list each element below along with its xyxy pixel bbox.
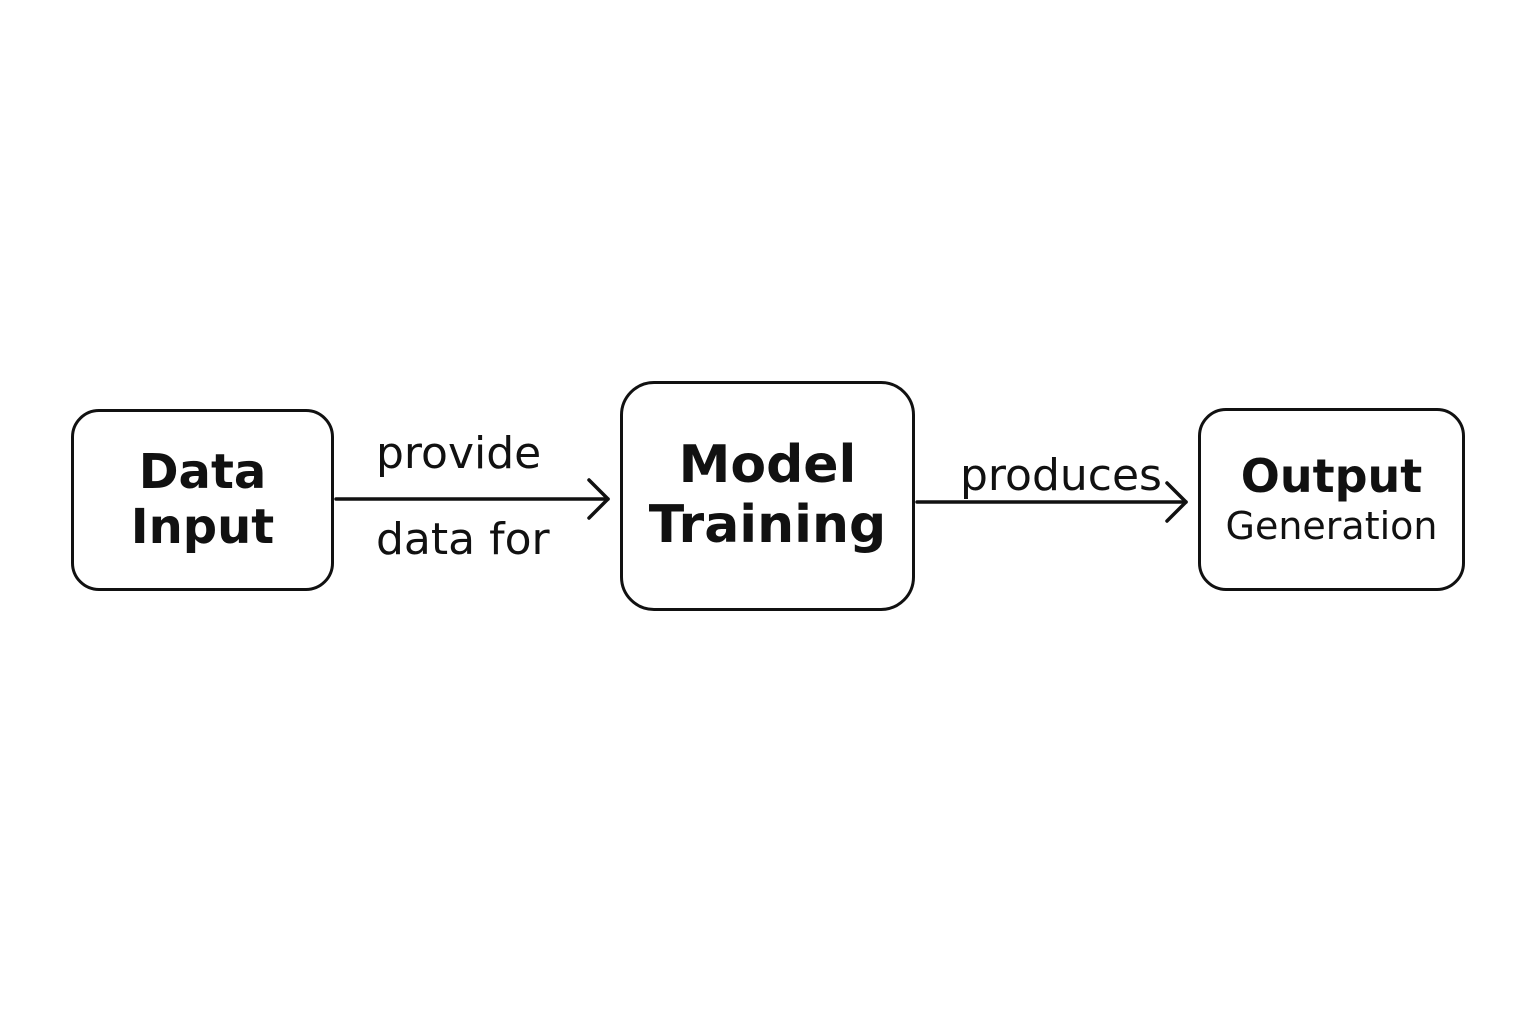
node-label-line1: Data [138,443,267,500]
node-data-input: Data Input [71,409,334,591]
node-label-line1: Output [1240,449,1423,504]
node-label-line2: Generation [1225,504,1438,549]
edge-label-provide: provide [376,428,542,479]
arrowhead-icon [587,478,610,520]
node-label-line2: Input [130,499,275,555]
arrow-input-to-training [334,478,610,520]
edge-label-data-for: data for [376,514,550,565]
node-model-training: Model Training [620,381,915,611]
node-output-generation: Output Generation [1198,408,1465,591]
arrowhead-icon [1165,481,1188,523]
edge-label-produces: produces [960,450,1162,501]
node-label-line1: Model [678,435,857,496]
node-label-line2: Training [648,495,887,555]
